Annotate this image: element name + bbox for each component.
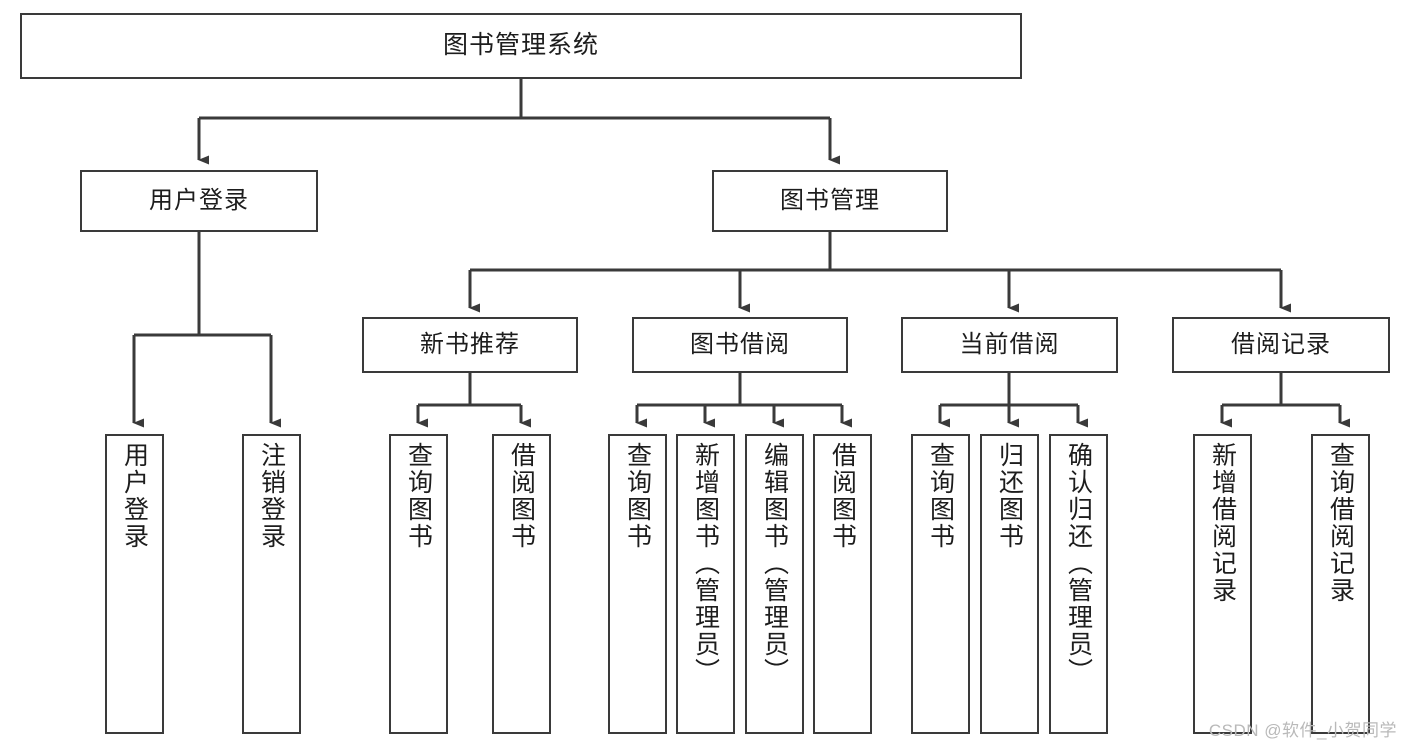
node-label: 确认归还（管理员） [1064, 442, 1093, 685]
leaf-user-login[interactable]: 用户登录 [105, 434, 164, 734]
node-label: 借阅图书 [507, 442, 536, 550]
watermark-text: CSDN @软件_小贺同学 [1208, 721, 1397, 740]
node-user-login[interactable]: 用户登录 [80, 170, 318, 232]
node-label: 图书管理系统 [442, 31, 599, 60]
leaf-book-borrow-query[interactable]: 查询图书 [608, 434, 667, 734]
node-new-book-recommend[interactable]: 新书推荐 [362, 317, 578, 373]
node-book-management[interactable]: 图书管理 [712, 170, 948, 232]
node-root-book-management-system[interactable]: 图书管理系统 [20, 13, 1022, 79]
leaf-borrow-record-add[interactable]: 新增借阅记录 [1193, 434, 1252, 734]
node-label: 查询图书 [404, 442, 433, 550]
node-label: 借阅图书 [828, 442, 857, 550]
leaf-current-borrow-query[interactable]: 查询图书 [911, 434, 970, 734]
node-label: 查询借阅记录 [1326, 442, 1355, 604]
node-label: 注销登录 [257, 442, 286, 550]
node-label: 图书管理 [780, 186, 880, 214]
node-label: 新增借阅记录 [1208, 442, 1237, 604]
node-label: 图书借阅 [690, 330, 790, 358]
leaf-current-borrow-confirm-return[interactable]: 确认归还（管理员） [1049, 434, 1108, 734]
leaf-current-borrow-return[interactable]: 归还图书 [980, 434, 1039, 734]
leaf-new-book-borrow[interactable]: 借阅图书 [492, 434, 551, 734]
leaf-book-borrow-add[interactable]: 新增图书（管理员） [676, 434, 735, 734]
node-label: 当前借阅 [959, 330, 1060, 358]
node-book-borrow[interactable]: 图书借阅 [632, 317, 848, 373]
node-borrow-record[interactable]: 借阅记录 [1172, 317, 1390, 373]
leaf-new-book-query[interactable]: 查询图书 [389, 434, 448, 734]
leaf-book-borrow-borrow[interactable]: 借阅图书 [813, 434, 872, 734]
node-current-borrow[interactable]: 当前借阅 [901, 317, 1118, 373]
leaf-borrow-record-query[interactable]: 查询借阅记录 [1311, 434, 1370, 734]
node-label: 查询图书 [623, 442, 652, 550]
leaf-logout[interactable]: 注销登录 [242, 434, 301, 734]
node-label: 查询图书 [926, 442, 955, 550]
node-label: 新增图书（管理员） [691, 442, 720, 685]
node-label: 用户登录 [149, 186, 249, 214]
node-label: 用户登录 [120, 442, 149, 550]
node-label: 编辑图书（管理员） [760, 442, 789, 685]
node-label: 新书推荐 [420, 330, 520, 358]
leaf-book-borrow-edit[interactable]: 编辑图书（管理员） [745, 434, 804, 734]
node-label: 借阅记录 [1231, 330, 1331, 358]
node-label: 归还图书 [995, 442, 1024, 550]
